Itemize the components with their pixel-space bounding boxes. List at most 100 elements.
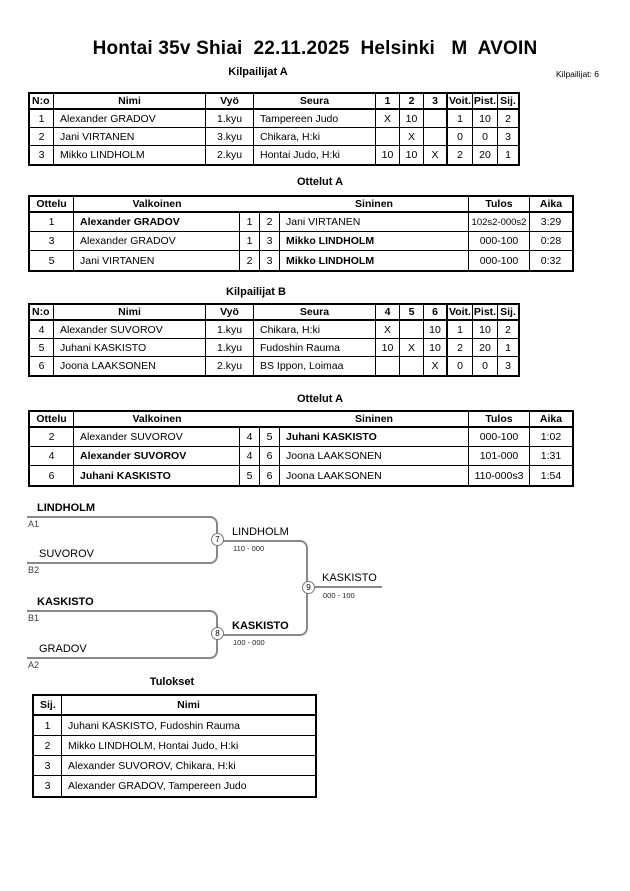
bracket-slot-seed: A1 [28,519,40,529]
cell-name: Mikko LINDHOLM, Hontai Judo, H:ki [62,736,315,756]
cell-place: 2 [498,321,518,339]
cell-match-no: 3 [30,232,74,251]
cell-result: 110-000s3 [469,466,530,485]
bracket-slot-name: SUVOROV [39,548,95,560]
col-header-name: Nimi [62,696,315,716]
cell-place: 1 [505,149,511,161]
cell-time: 0:32 [540,254,562,267]
cell-blue-name: Joona LAAKSONEN [280,466,469,485]
cell-club: Hontai Judo, H:ki [254,146,376,164]
cell-club: BS Ippon, Loimaa [254,357,376,375]
col-header-belt: Vyö [206,305,254,321]
cell-no: 4 [30,321,54,339]
cell-no: 6 [30,357,54,375]
cell-no: 3 [30,146,54,164]
cell-white-no: 1 [240,232,260,251]
bracket-slot-name: GRADOV [39,643,87,655]
bracket-slot-seed: B1 [28,613,40,623]
cell-white-no: 1 [240,213,260,232]
section-heading-pool-a: Kilpailijat A [228,66,288,78]
col-header-wno [240,412,260,428]
cell-r5 [400,357,424,375]
bracket-final-line [308,586,382,588]
cell-blue-no: 6 [260,466,280,485]
cell-belt: 3.kyu [206,128,254,146]
cell-r3 [424,110,448,128]
cell-blue-no: 6 [260,447,280,466]
col-header-place: Sij. [498,94,518,110]
cell-blue-no: 3 [260,251,280,270]
col-header-wins: Voit. [448,305,473,321]
bracket-winner-name: KASKISTO [322,572,377,584]
col-header-blue: Sininen [280,197,469,213]
cell-time: 1:31 [530,447,572,466]
match-number-badge: 8 [211,627,224,640]
cell-club: Tampereen Judo [254,110,376,128]
col-header-place: Sij. [34,696,62,716]
cell-points: 20 [473,339,498,357]
cell-result: 000-100 [469,428,530,447]
cell-r3 [424,128,448,146]
cell-blue-name: Mikko LINDHOLM [280,232,469,251]
col-header-match: Ottelu [30,412,74,428]
cell-points: 0 [473,357,498,375]
cell-r1: X [376,110,400,128]
col-header-1: 1 [376,94,400,110]
cell-match-no: 1 [30,213,74,232]
col-header-white: Valkoinen [74,197,240,213]
results-table: Sij. Nimi 1 Juhani KASKISTO, Fudoshin Ra… [32,694,317,798]
pool-b-table: N:o Nimi Vyö Seura 4 5 6 Voit. Pist. Sij… [28,303,520,377]
cell-wins: 1 [448,110,473,128]
cell-place: 3 [34,776,62,796]
col-header-blue: Sininen [280,412,469,428]
cell-r1 [376,128,400,146]
cell-r1: 10 [376,146,400,164]
col-header-place: Sij. [498,305,518,321]
col-header-bno [260,412,280,428]
col-header-points: Pist. [473,94,498,110]
cell-wins: 0 [448,357,473,375]
cell-match-no: 2 [30,428,74,447]
cell-name: Juhani KASKISTO, Fudoshin Rauma [62,716,315,736]
cell-no: 1 [30,110,54,128]
cell-club: Chikara, H:ki [254,321,376,339]
cell-white-name: Jani VIRTANEN [74,251,240,270]
cell-blue-name: Jani VIRTANEN [280,213,469,232]
col-header-club: Seura [254,305,376,321]
col-header-2: 2 [400,94,424,110]
col-header-name: Nimi [54,305,206,321]
col-header-3: 3 [424,94,448,110]
section-heading-pool-b: Kilpailijat B [226,286,286,298]
cell-name: Alexander SUVOROV, Chikara, H:ki [62,756,315,776]
col-header-club: Seura [254,94,376,110]
cell-r6: 10 [424,339,448,357]
cell-r2: X [400,128,424,146]
cell-place: 2 [498,110,518,128]
cell-r4 [376,357,400,375]
cell-white-name: Alexander SUVOROV [74,428,240,447]
col-header-white: Valkoinen [74,412,240,428]
cell-place: 3 [505,360,511,372]
cell-result: 102s2-000s2 [469,213,530,232]
bracket-slot-seed: B2 [28,565,40,575]
cell-white-name: Alexander GRADOV [74,232,240,251]
cell-result: 000-100 [469,251,530,270]
col-header-6: 6 [424,305,448,321]
cell-wins: 2 [448,339,473,357]
cell-place: 2 [34,736,62,756]
col-header-no: N:o [30,305,54,321]
cell-belt: 1.kyu [206,321,254,339]
cell-name: Joona LAAKSONEN [54,357,206,375]
cell-blue-name: Mikko LINDHOLM [280,251,469,270]
cell-no: 5 [30,339,54,357]
cell-white-no: 2 [240,251,260,270]
col-header-time: Aika [530,412,572,428]
bracket-slot-seed: A2 [28,660,40,670]
cell-wins: 0 [448,128,473,146]
col-header-match: Ottelu [30,197,74,213]
page-title: Hontai 35v Shiai 22.11.2025 Helsinki M A… [92,38,538,59]
cell-name: Alexander GRADOV [54,110,206,128]
col-header-bno [260,197,280,213]
final-bracket: LINDHOLM A1 SUVOROV B2 KASKISTO B1 GRADO… [25,500,425,675]
